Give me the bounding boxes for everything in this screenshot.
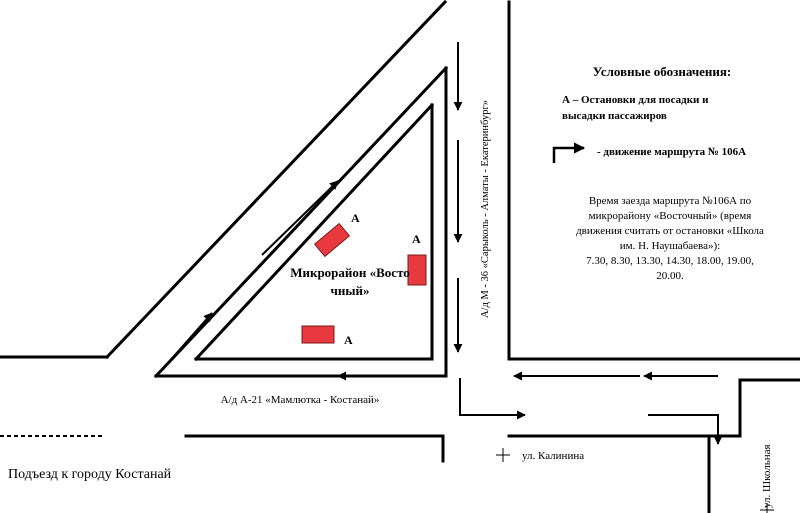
schedule-line5: 7.30, 8.30, 13.30, 14.30, 18.00, 19.00,	[586, 255, 754, 267]
legend-route-label: - движение маршрута № 106А	[597, 146, 746, 158]
schedule-line4: им. Н. Наушабаева»):	[620, 240, 720, 252]
district-label-line1: Микрорайон «Восто	[290, 265, 410, 280]
schedule-line3: движения считать от остановки «Школа	[576, 225, 764, 237]
district-label-line2: чный»	[331, 283, 370, 298]
route-arrow-turn-south	[648, 414, 723, 445]
bus-stop-m36[interactable]	[407, 254, 427, 286]
street-kalinina-label: ул. Калинина	[522, 450, 584, 462]
road-m36-label: А/д М - 36 «Сарыколь - Алматы - Екатерин…	[480, 100, 491, 318]
schedule-line1: Время заезда маршрута №106А по	[589, 195, 752, 207]
diagonal-road-outer-edge-slope	[104, 0, 448, 360]
schedule-line2: микрорайону «Восточный» (время	[589, 210, 752, 222]
route-arrow-diagonal-lower	[159, 312, 213, 373]
route-arrow-turn-east	[459, 378, 526, 420]
bus-stop-diagonal[interactable]	[313, 222, 351, 258]
legend: Условные обозначения: А – Остановки для …	[552, 64, 764, 282]
shkolnaya-marker	[760, 503, 774, 513]
street-shkolnaya-label: ул. Школьная	[761, 444, 773, 508]
bus-stop-diagonal-label: А	[351, 211, 360, 225]
bus-stop-m36-label: А	[412, 232, 421, 246]
bus-stops: А А А	[301, 211, 427, 347]
route-arrows	[159, 42, 723, 445]
bus-stop-a21-label: А	[344, 333, 353, 347]
road-a21-label: А/д А-21 «Мамлютка - Костанай»	[221, 394, 380, 406]
legend-title: Условные обозначения:	[593, 64, 732, 79]
legend-route-arrow-icon	[552, 142, 586, 163]
schedule-line6: 20.00.	[656, 270, 684, 282]
route-arrow-diagonal-upper	[261, 180, 339, 256]
legend-stops-line2: высадки пассажиров	[562, 110, 667, 122]
legend-stops-line1: А – Остановки для посадки и	[562, 94, 709, 106]
triangle-hypotenuse	[193, 102, 435, 362]
diagonal-road-inner-edge	[153, 65, 449, 379]
kalinina-marker	[496, 448, 510, 462]
bus-stop-a21[interactable]	[301, 325, 335, 344]
entrance-label: Подъезд к городу Костанай	[8, 467, 172, 482]
